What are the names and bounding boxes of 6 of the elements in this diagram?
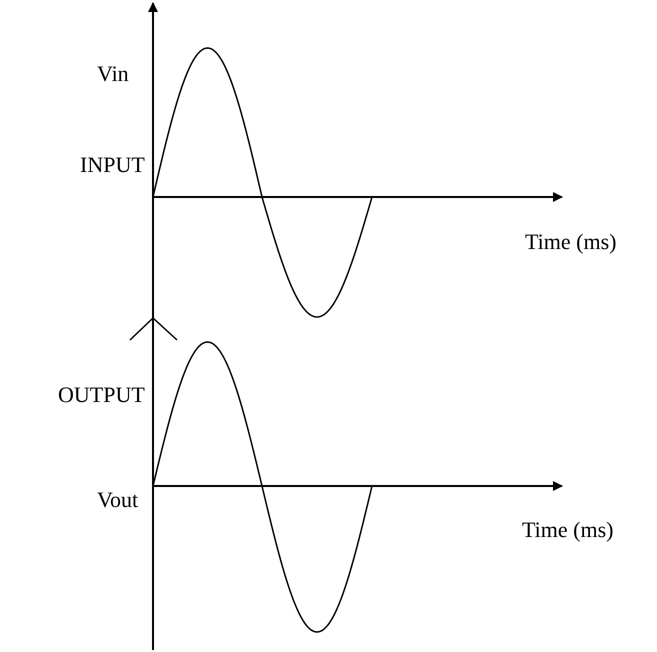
signal-label: Vout <box>97 488 138 512</box>
axis-label: Time (ms) <box>522 518 614 542</box>
signal-label: Vin <box>97 62 129 86</box>
axis-label: Time (ms) <box>525 230 616 254</box>
signal-label: OUTPUT <box>58 383 145 407</box>
signal-label: INPUT <box>80 153 145 177</box>
